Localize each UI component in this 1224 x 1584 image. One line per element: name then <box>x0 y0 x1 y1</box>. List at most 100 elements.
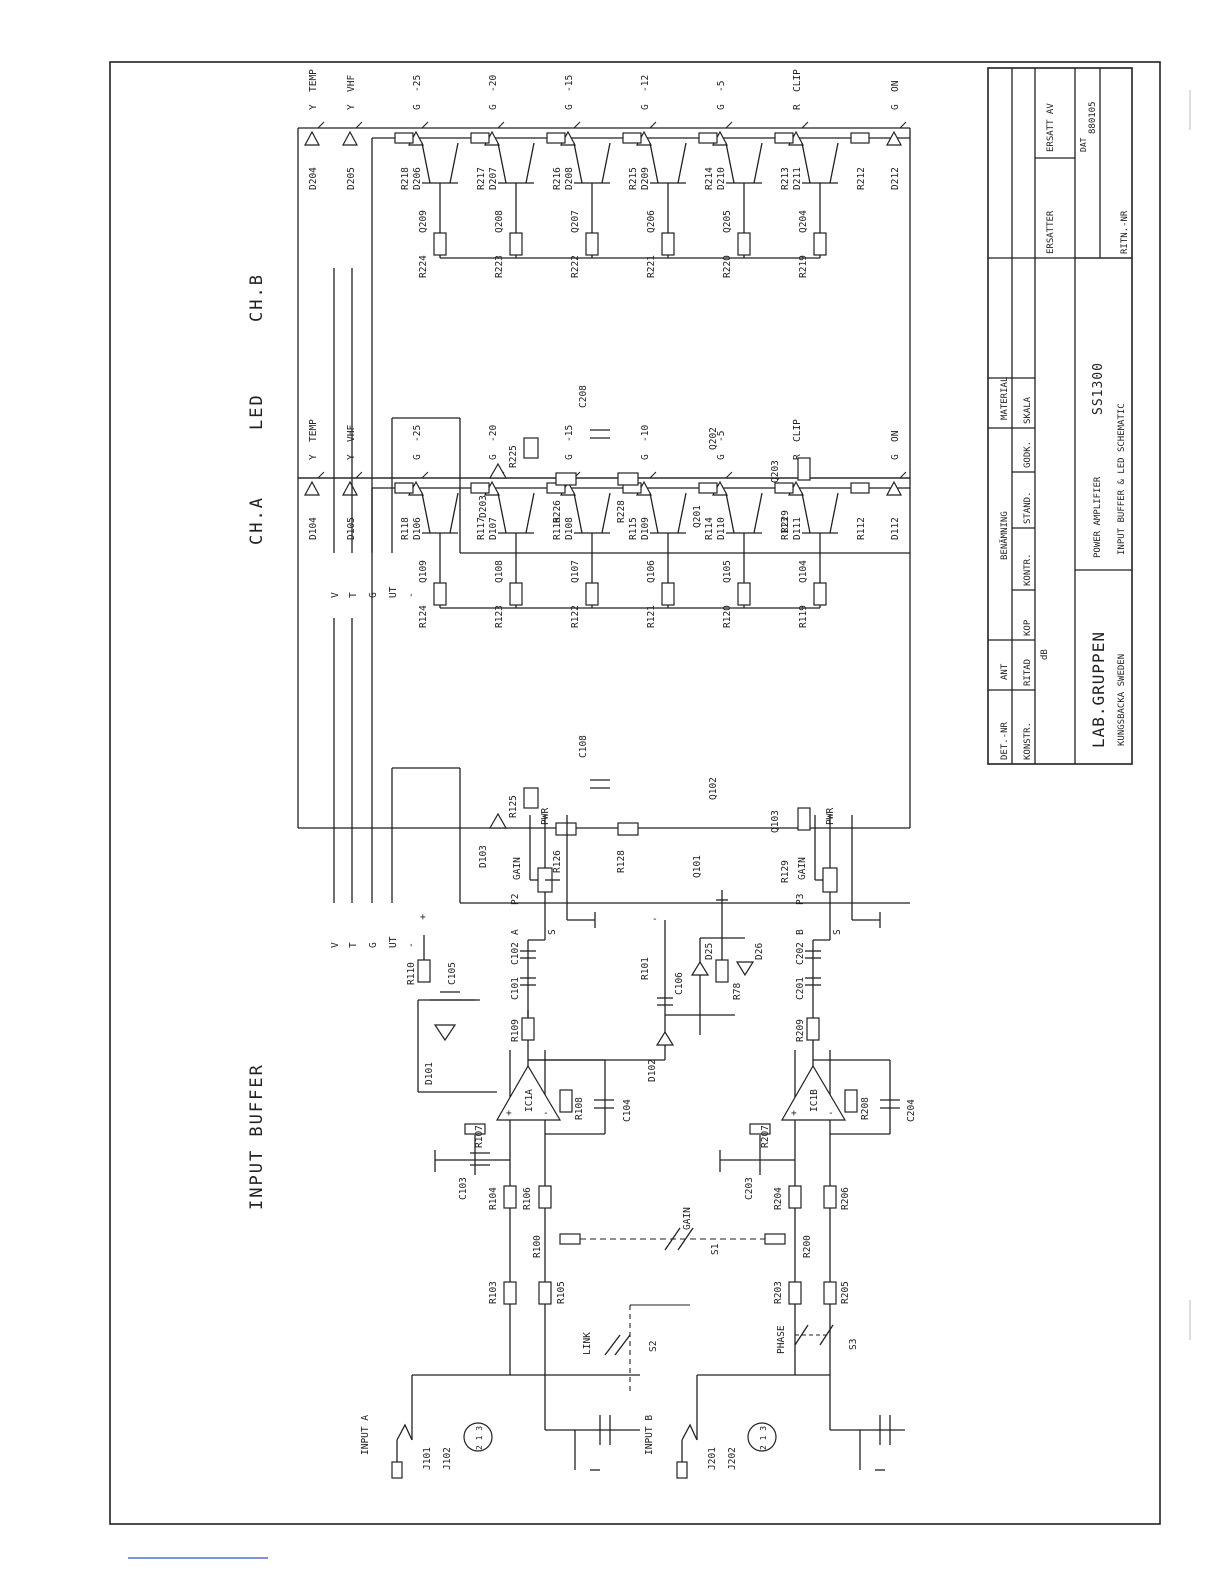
label-d108: D108 <box>564 517 575 540</box>
led-section-ch-a: D104YTEMPD105YVHFD106G-25D107G-20D108G-1… <box>297 419 911 948</box>
q-col-q109 <box>421 492 431 534</box>
res-r214 <box>698 132 718 144</box>
ic1b-label: IC1B <box>809 1089 820 1112</box>
label-r218: R218 <box>400 167 411 190</box>
label-q206: Q206 <box>646 210 657 233</box>
c106-label: C106 <box>674 972 685 995</box>
label-r222: R222 <box>570 255 581 278</box>
q-col-q105 <box>725 492 735 534</box>
label-r213: R213 <box>780 167 791 190</box>
r105 <box>538 1281 552 1305</box>
level-d209: -12 <box>640 75 651 92</box>
res-r120 <box>737 582 751 606</box>
label-d111: D111 <box>792 517 803 540</box>
label-q203: Q203 <box>770 460 781 483</box>
supply-plus: + <box>420 912 426 923</box>
res-r216 <box>546 132 566 144</box>
label-r214: R214 <box>704 167 715 190</box>
label-r223: R223 <box>494 255 505 278</box>
res-r215 <box>622 132 642 144</box>
label-r121: R121 <box>646 605 657 628</box>
color-d204: Y <box>308 104 319 110</box>
tb-dat-value: 880105 <box>1088 101 1098 134</box>
res-r220 <box>737 232 751 256</box>
res-r221 <box>661 232 675 256</box>
led-arrow <box>649 121 657 129</box>
q-emit-q106 <box>677 492 687 534</box>
driver-diode <box>488 462 508 479</box>
tb-material: MATERIAL <box>1000 377 1010 420</box>
color-d112: G <box>890 454 901 460</box>
label-r226: R226 <box>552 500 563 523</box>
label-q208: Q208 <box>494 210 505 233</box>
r204 <box>788 1185 802 1209</box>
drawing-frame <box>109 61 1161 1525</box>
driver-diode <box>488 812 508 829</box>
r105-label: R105 <box>556 1281 567 1304</box>
res-r114 <box>698 482 718 494</box>
ic1b-plus: + <box>791 1108 797 1119</box>
tb-stand: STAND. <box>1023 491 1033 524</box>
label-r123: R123 <box>494 605 505 628</box>
r203-label: R203 <box>773 1281 784 1304</box>
label-r118: R118 <box>400 517 411 540</box>
label-q202: Q202 <box>708 427 719 450</box>
tb-benamning: BENÄMNING <box>999 511 1010 560</box>
label-d109: D109 <box>640 517 651 540</box>
label-q102: Q102 <box>708 777 719 800</box>
label-c208: C208 <box>578 385 589 408</box>
q-col-q208 <box>497 142 507 184</box>
ic1b-opamp <box>780 1064 847 1121</box>
res-r117 <box>470 482 490 494</box>
level-d107: -20 <box>488 425 499 442</box>
level-d204: TEMP <box>308 69 319 92</box>
label-b: B <box>795 929 806 935</box>
led-arrow <box>421 471 429 479</box>
color-d206: G <box>412 104 423 110</box>
res-r224 <box>433 232 447 256</box>
c203-label: C203 <box>744 1177 755 1200</box>
res-r122 <box>585 582 599 606</box>
ic1a-minus: - <box>543 1108 549 1119</box>
tb-ant: ANT <box>1000 663 1010 680</box>
ic1a-label: IC1A <box>524 1089 535 1112</box>
label-r115: R115 <box>628 517 639 540</box>
tb-kontr: KONTR. <box>1023 553 1033 586</box>
label-q207: Q207 <box>570 210 581 233</box>
tb-godk: GODK. <box>1023 441 1033 468</box>
tb-drawing-title: INPUT BUFFER & LED SCHEMATIC <box>1117 403 1127 555</box>
level-d212: ON <box>890 80 901 92</box>
res-r118 <box>394 482 414 494</box>
led-arrow <box>899 471 907 479</box>
title-ch-b: CH.B <box>247 273 267 322</box>
c103-label: C103 <box>458 1177 469 1200</box>
label-r122: R122 <box>570 605 581 628</box>
label-r116: R116 <box>552 517 563 540</box>
d101 <box>433 1024 457 1042</box>
c105-label: C105 <box>447 962 458 985</box>
res-r222 <box>585 232 599 256</box>
q-emit-q107 <box>601 492 611 534</box>
gain-b-label: GAIN <box>797 857 808 880</box>
led-d105 <box>341 480 359 496</box>
jack-j102: J102 <box>442 1447 453 1470</box>
bus-label-t: T <box>348 592 359 598</box>
q-col-q209 <box>421 142 431 184</box>
color-d209: G <box>640 104 651 110</box>
label-d104: D104 <box>308 517 319 540</box>
label-a: A <box>510 929 521 935</box>
res-r124 <box>433 582 447 606</box>
r106 <box>538 1185 552 1209</box>
label-r120: R120 <box>722 605 733 628</box>
label-q106: Q106 <box>646 560 657 583</box>
label-q105: Q105 <box>722 560 733 583</box>
phase-label: PHASE <box>776 1325 787 1354</box>
level-d207: -20 <box>488 75 499 92</box>
r100 <box>559 1233 581 1245</box>
q-col-q107 <box>573 492 583 534</box>
r101-label: R101 <box>640 957 651 980</box>
level-d111: CLIP <box>792 419 803 442</box>
label-r219: R219 <box>798 255 809 278</box>
tb-model: SS1300 <box>1091 362 1106 415</box>
res-r121 <box>661 582 675 606</box>
